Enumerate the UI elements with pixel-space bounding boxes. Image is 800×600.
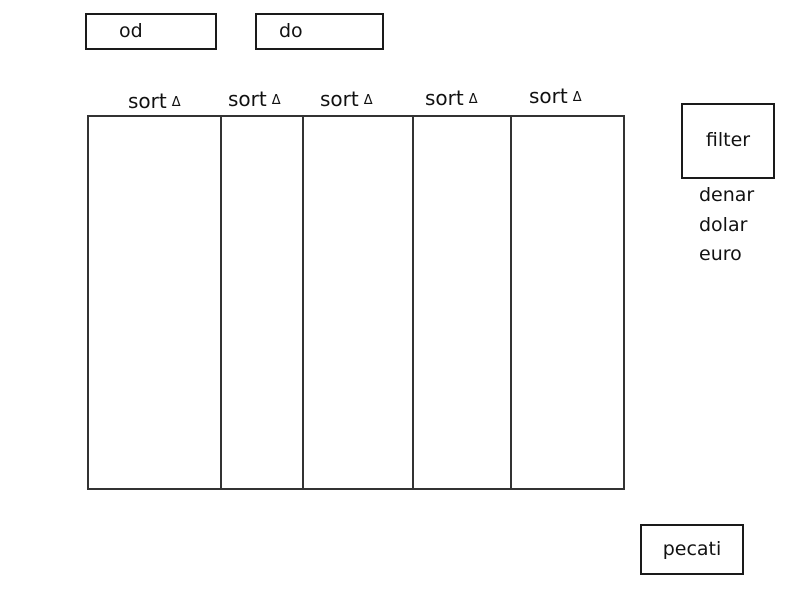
filter-button-label: filter — [705, 129, 751, 151]
currency-option-euro[interactable]: euro — [699, 243, 742, 265]
table-column-2 — [222, 117, 304, 488]
triangle-up-icon: Δ — [468, 92, 478, 107]
sort-label: sort — [425, 86, 464, 110]
table-column-3 — [304, 117, 414, 488]
sort-header-column-3[interactable]: sort Δ — [320, 87, 373, 111]
filter-button[interactable]: filter — [681, 103, 775, 179]
triangle-up-icon: Δ — [363, 93, 373, 108]
currency-options: denar dolar euro — [699, 181, 754, 270]
print-button[interactable]: pecati — [640, 524, 744, 575]
sort-header-column-4[interactable]: sort Δ — [425, 86, 478, 110]
sort-label: sort — [529, 84, 568, 108]
data-table — [87, 115, 625, 490]
from-field-label: od — [119, 20, 143, 42]
table-column-4 — [414, 117, 512, 488]
sort-label: sort — [128, 89, 167, 113]
to-field-label: do — [279, 20, 303, 42]
table-column-5 — [512, 117, 623, 488]
currency-option-denar[interactable]: denar — [699, 184, 755, 206]
sort-header-column-5[interactable]: sort Δ — [529, 84, 582, 108]
to-field[interactable]: do — [255, 13, 384, 50]
triangle-up-icon: Δ — [572, 90, 582, 105]
sort-header-column-2[interactable]: sort Δ — [228, 87, 281, 111]
triangle-up-icon: Δ — [171, 95, 181, 110]
print-button-label: pecati — [662, 538, 722, 560]
sort-label: sort — [320, 87, 359, 111]
currency-option-dolar[interactable]: dolar — [699, 213, 748, 236]
table-column-1 — [89, 117, 222, 488]
triangle-up-icon: Δ — [271, 93, 281, 108]
sort-header-column-1[interactable]: sort Δ — [128, 89, 181, 113]
sort-label: sort — [228, 87, 267, 111]
from-field[interactable]: od — [85, 13, 217, 50]
